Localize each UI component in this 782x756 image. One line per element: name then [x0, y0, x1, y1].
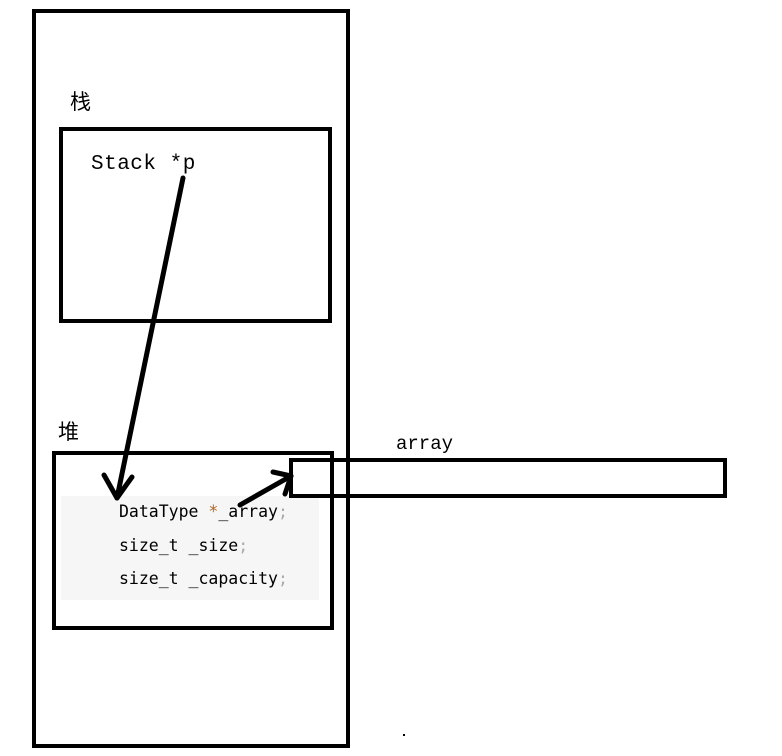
field-array-type: DataType	[119, 502, 209, 521]
memory-region-box	[32, 9, 350, 748]
field-array-pointer-star: *	[208, 502, 219, 521]
field-size: size_t _size;	[119, 536, 248, 555]
field-array-name: _array	[218, 502, 278, 521]
field-size-text: size_t _size	[119, 536, 239, 555]
field-capacity-semicolon: ;	[277, 569, 288, 588]
field-capacity-text: size_t _capacity	[119, 569, 278, 588]
field-array-semicolon: ;	[277, 502, 288, 521]
stray-dot	[403, 734, 405, 736]
heap-label: 堆	[58, 420, 79, 444]
struct-fields-code-block: DataType *_array; size_t _size; size_t _…	[61, 496, 319, 600]
array-label: array	[396, 433, 454, 455]
stack-label: 栈	[70, 90, 91, 114]
stack-frame-box	[59, 127, 332, 323]
field-capacity: size_t _capacity;	[119, 569, 288, 588]
stack-variable-label: Stack *p	[91, 153, 196, 176]
heap-object-box	[52, 451, 334, 630]
field-array: DataType *_array;	[119, 502, 288, 521]
field-size-semicolon: ;	[238, 536, 249, 555]
array-buffer-box	[289, 458, 727, 498]
